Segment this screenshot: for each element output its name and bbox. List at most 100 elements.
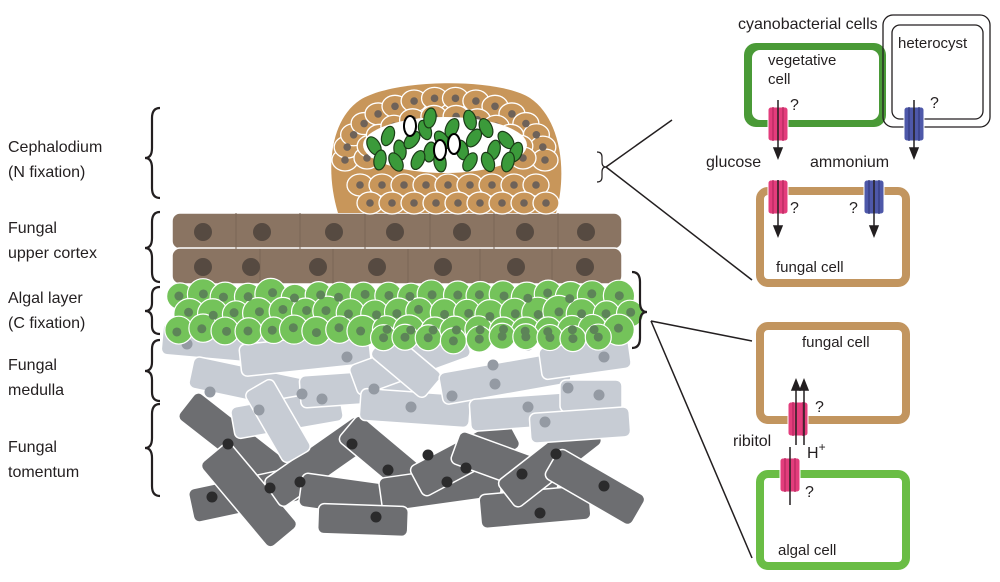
cephalodium-nucleus [491, 102, 499, 111]
fungal-cell-top [756, 187, 910, 287]
algal-cell-nucleus [222, 326, 232, 336]
algal-cell-nucleus [577, 309, 587, 319]
algal-cell-nucleus [448, 336, 458, 346]
ribitol-label: ribitol [733, 433, 771, 450]
heterocyst-cell [403, 115, 417, 137]
algal-cell-nucleus [474, 334, 484, 344]
algal-cell-nucleus [229, 308, 239, 318]
cyanobacterial-cell [410, 149, 426, 171]
algal-cell-nucleus [243, 292, 253, 302]
algal-region-brace [631, 270, 648, 350]
algal-cell-label: algal cell [778, 542, 836, 559]
algal-cell-nucleus [521, 332, 531, 342]
tomentum-layer [178, 392, 646, 548]
cephalodium-nucleus [454, 199, 462, 207]
algal-cell-nucleus [379, 333, 389, 343]
layer-label-algal-2: (C fixation) [8, 315, 85, 332]
cephalodium-nucleus [542, 199, 550, 207]
cephalodium-nucleus [510, 181, 518, 189]
layer-label-cortex-2: upper cortex [8, 245, 97, 262]
cephalodium-nucleus [532, 181, 540, 189]
proton-label: H+ [807, 440, 826, 462]
connector-top-lower [605, 166, 753, 281]
brace-cephalodium [144, 106, 161, 200]
algal-cell-nucleus [427, 290, 437, 300]
cephalodium-nucleus [410, 199, 418, 207]
algal-cell-nucleus [172, 327, 182, 337]
cephalodium-nucleus [532, 130, 541, 139]
algal-cell-nucleus [289, 293, 299, 303]
algal-cell-nucleus [198, 289, 208, 299]
question-glucose-fungal: ? [790, 200, 799, 217]
cyanobacterial-colony [366, 107, 524, 173]
cyanobacterial-cell [480, 151, 496, 173]
algal-cell-nucleus [406, 325, 416, 335]
algal-cell-nucleus [243, 326, 253, 336]
algal-cell-nucleus [311, 328, 321, 338]
algal-cell-nucleus [451, 325, 461, 335]
cephalodium-bracket [596, 151, 607, 183]
cyanobacterial-cell [501, 151, 515, 173]
algal-cell-nucleus [208, 310, 218, 320]
algal-cell-nucleus [510, 309, 520, 319]
algal-cell-nucleus [267, 325, 277, 335]
algal-cell-nucleus [414, 304, 424, 314]
brace-medulla [144, 338, 161, 403]
layer-label-medulla-2: medulla [8, 382, 64, 399]
cephalodium-nucleus [374, 110, 382, 118]
layer-label-medulla-1: Fungal [8, 357, 57, 374]
algal-cell-nucleus [218, 292, 228, 302]
layer-label-cephalodium-1: Cephalodium [8, 139, 102, 156]
algal-cell-nucleus [423, 333, 433, 343]
algal-cell-nucleus [464, 308, 474, 318]
algal-cell-nucleus [372, 310, 382, 320]
algal-cell-nucleus [316, 290, 326, 300]
layer-label-cortex-1: Fungal [8, 220, 57, 237]
layer-label-tomentum-1: Fungal [8, 439, 57, 456]
heterocyst-cell [447, 133, 461, 155]
brace-algal [144, 285, 161, 336]
cephalodium-nucleus [349, 130, 358, 139]
algal-cell-nucleus [613, 323, 623, 333]
cephalodium-nucleus [378, 181, 386, 189]
algal-cell-nucleus [288, 323, 298, 333]
algal-exchange-panel: fungal cell algal cell ? ? ribitol H+ [733, 322, 910, 570]
algal-cell-nucleus [382, 324, 392, 334]
cyanobacterial-cell [478, 117, 494, 139]
fungal-cell-bottom-label: fungal cell [802, 334, 870, 351]
heterocyst-cell [433, 139, 447, 161]
question-veg: ? [790, 97, 799, 114]
question-ammonium-fungal: ? [849, 200, 858, 217]
algal-cell-nucleus [593, 332, 603, 342]
vegetative-cell [752, 50, 879, 120]
cyanobacterial-cell [462, 152, 478, 172]
fungal-cell-bottom [756, 322, 910, 424]
cephalodium-nucleus [388, 199, 396, 207]
cyanobacterial-cell [463, 109, 477, 131]
cephalodium-nucleus [356, 181, 364, 189]
layer-label-cephalodium-2: (N fixation) [8, 164, 85, 181]
algal-cell-nucleus [360, 289, 370, 299]
cephalodium-nucleus [520, 199, 528, 207]
algal-cell-nucleus [545, 333, 555, 343]
connector-top-upper [605, 119, 673, 168]
heterocyst-outer [882, 14, 991, 128]
algal-cell-nucleus [568, 334, 578, 344]
algal-nuclei [172, 288, 636, 346]
algal-cell-nucleus [565, 294, 575, 304]
glucose-label: glucose [706, 154, 761, 171]
cephalodium-nucleus [541, 156, 549, 164]
algal-cell-nucleus [543, 288, 553, 298]
bottom-flux-arrows [789, 377, 810, 505]
cyanobacterial-cell [388, 152, 404, 172]
algal-cell-nucleus [475, 325, 485, 335]
algal-cell-nucleus [334, 323, 344, 333]
heterocyst-label: heterocyst [898, 35, 968, 52]
algal-cell-nucleus [400, 332, 410, 342]
cephalodium-nucleus [508, 110, 516, 118]
tomentum-nuclei [206, 438, 610, 523]
algal-cell-nucleus [523, 293, 533, 303]
cyanobacterial-cell [380, 125, 396, 147]
